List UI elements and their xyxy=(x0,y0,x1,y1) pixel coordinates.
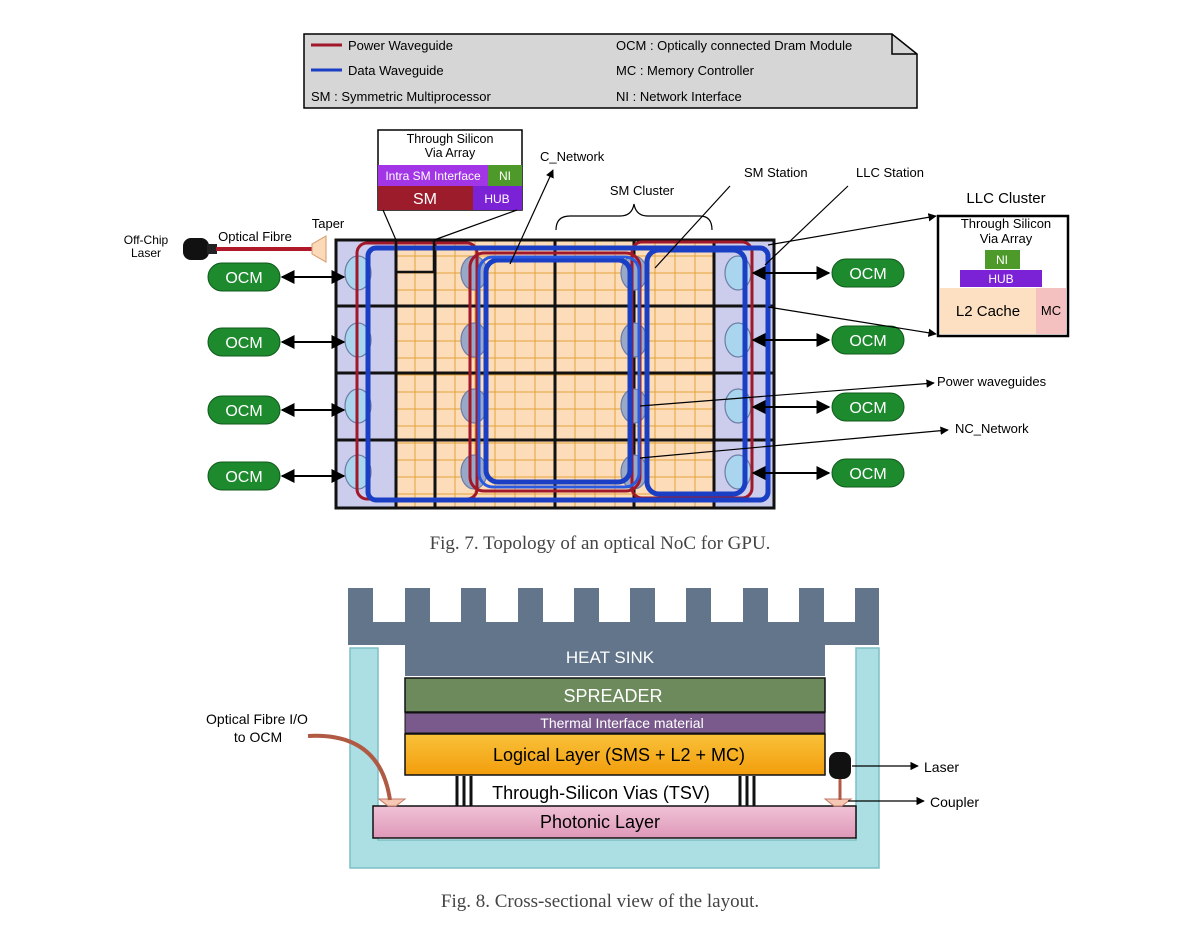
coupler-label: Coupler xyxy=(930,794,979,810)
sm-station xyxy=(620,322,648,358)
sm-station-connector xyxy=(394,240,436,274)
intra-sm-interface xyxy=(378,165,488,186)
ocm-right-column: OCM OCM OCM OCM xyxy=(751,258,905,488)
llc-tsv-line2: Via Array xyxy=(980,231,1033,246)
legend-power-waveguide: Power Waveguide xyxy=(348,38,453,53)
power-waveguides-label: Power waveguides xyxy=(937,374,1047,389)
svg-text:OCM: OCM xyxy=(849,466,886,483)
l2-cache-label: L2 Cache xyxy=(956,303,1020,320)
laser-label: Laser xyxy=(924,759,959,775)
tsv-label: Through-Silicon Vias (TSV) xyxy=(492,783,710,803)
ocm-left-3: OCM xyxy=(207,395,281,425)
legend-ni: NI : Network Interface xyxy=(616,89,742,104)
offchip-laser-assembly: Off-Chip Laser Optical Fibre Taper xyxy=(124,216,345,263)
fig7-caption: Fig. 7. Topology of an optical NoC for G… xyxy=(430,533,771,554)
svg-text:OCM: OCM xyxy=(849,333,886,350)
c-network-label: C_Network xyxy=(540,149,605,164)
legend-sm: SM : Symmetric Multiprocessor xyxy=(311,89,492,104)
package-shell xyxy=(349,647,880,869)
llc-ni-label: NI xyxy=(996,253,1008,267)
llc-tsv-line1: Through Silicon xyxy=(961,216,1051,231)
svg-text:OCM: OCM xyxy=(849,400,886,417)
fibre-io-line xyxy=(307,733,392,801)
data-waveguides xyxy=(365,245,771,503)
sm-detail-box: Through Silicon Via Array Intra SM Inter… xyxy=(377,129,523,241)
photonic-layer xyxy=(372,805,857,839)
heat-sink xyxy=(348,588,879,676)
svg-text:OCM: OCM xyxy=(225,270,262,287)
logical-layer-label: Logical Layer (SMS + L2 + MC) xyxy=(493,745,745,765)
svg-text:OCM: OCM xyxy=(225,469,262,486)
sm-tsv-line2: Via Array xyxy=(425,146,476,160)
ocm-left-2: OCM xyxy=(207,327,281,357)
sm-hub-label: HUB xyxy=(484,192,509,206)
ocm-left-column: OCM OCM OCM OCM xyxy=(207,262,346,491)
llc-station-label: LLC Station xyxy=(856,165,924,180)
spreader-layer xyxy=(404,677,826,713)
right-coupler-icon xyxy=(823,798,853,807)
tim-layer xyxy=(404,712,826,734)
laser-icon xyxy=(183,238,209,260)
ocm-right-4: OCM xyxy=(831,458,905,488)
offchip-laser-line1: Off-Chip xyxy=(124,233,169,247)
ocm-left-4: OCM xyxy=(207,461,281,491)
tsv-pillars xyxy=(455,776,756,806)
chip-grid xyxy=(334,238,776,510)
sm-tsv-line1: Through Silicon xyxy=(407,132,494,146)
legend-mc: MC : Memory Controller xyxy=(616,63,755,78)
legend-box: Power Waveguide Data Waveguide SM : Symm… xyxy=(303,33,918,109)
llc-hub-label: HUB xyxy=(988,272,1013,286)
llc-hub-block xyxy=(960,270,1042,287)
legend-data-waveguide: Data Waveguide xyxy=(348,63,444,78)
intra-sm-label: Intra SM Interface xyxy=(385,169,481,183)
l2-cache-block xyxy=(940,288,1036,334)
nc-network-label: NC_Network xyxy=(955,421,1029,436)
legend-ocm: OCM : Optically connected Dram Module xyxy=(616,38,852,53)
left-coupler-icon xyxy=(377,798,407,807)
sm-label: SM xyxy=(413,191,437,208)
fibre-io-line1: Optical Fibre I/O xyxy=(206,711,308,727)
llc-mc-label: MC xyxy=(1041,303,1061,318)
spreader-label: SPREADER xyxy=(563,686,662,706)
sm-block xyxy=(378,186,473,210)
sm-station xyxy=(460,322,488,358)
llc-detail-box: LLC Cluster Through Silicon Via Array NI… xyxy=(936,190,1070,338)
annotations xyxy=(509,169,949,459)
sm-hub-block xyxy=(473,186,522,210)
ocm-right-1: OCM xyxy=(831,258,905,288)
sm-station xyxy=(460,388,488,424)
ocm-right-2: OCM xyxy=(831,325,905,355)
fibre-io-line2: to OCM xyxy=(234,729,282,745)
llc-mc-block xyxy=(1036,288,1066,334)
laser-chip-icon xyxy=(829,752,851,779)
svg-text:OCM: OCM xyxy=(849,266,886,283)
package-cross-section: HEAT SINK SPREADER Thermal Interface mat… xyxy=(307,588,925,869)
taper-icon xyxy=(311,235,327,263)
heat-sink-label: HEAT SINK xyxy=(566,648,655,667)
logical-layer xyxy=(404,733,826,776)
taper-label: Taper xyxy=(312,216,345,231)
tim-label: Thermal Interface material xyxy=(540,715,703,731)
photonic-layer-label: Photonic Layer xyxy=(540,812,660,832)
svg-text:OCM: OCM xyxy=(225,403,262,420)
fig8-caption: Fig. 8. Cross-sectional view of the layo… xyxy=(441,891,759,912)
ocm-right-3: OCM xyxy=(831,392,905,422)
sm-cluster-label: SM Cluster xyxy=(610,183,675,198)
sm-ni-label: NI xyxy=(499,169,511,183)
ocm-left-1: OCM xyxy=(207,262,281,292)
svg-text:OCM: OCM xyxy=(225,335,262,352)
optical-fibre-label: Optical Fibre xyxy=(218,229,292,244)
offchip-laser-line2: Laser xyxy=(131,246,161,260)
llc-ni-block xyxy=(985,250,1020,269)
llc-cluster-label: LLC Cluster xyxy=(966,190,1045,207)
sm-ni-block xyxy=(488,165,522,186)
sm-station-label: SM Station xyxy=(744,165,808,180)
